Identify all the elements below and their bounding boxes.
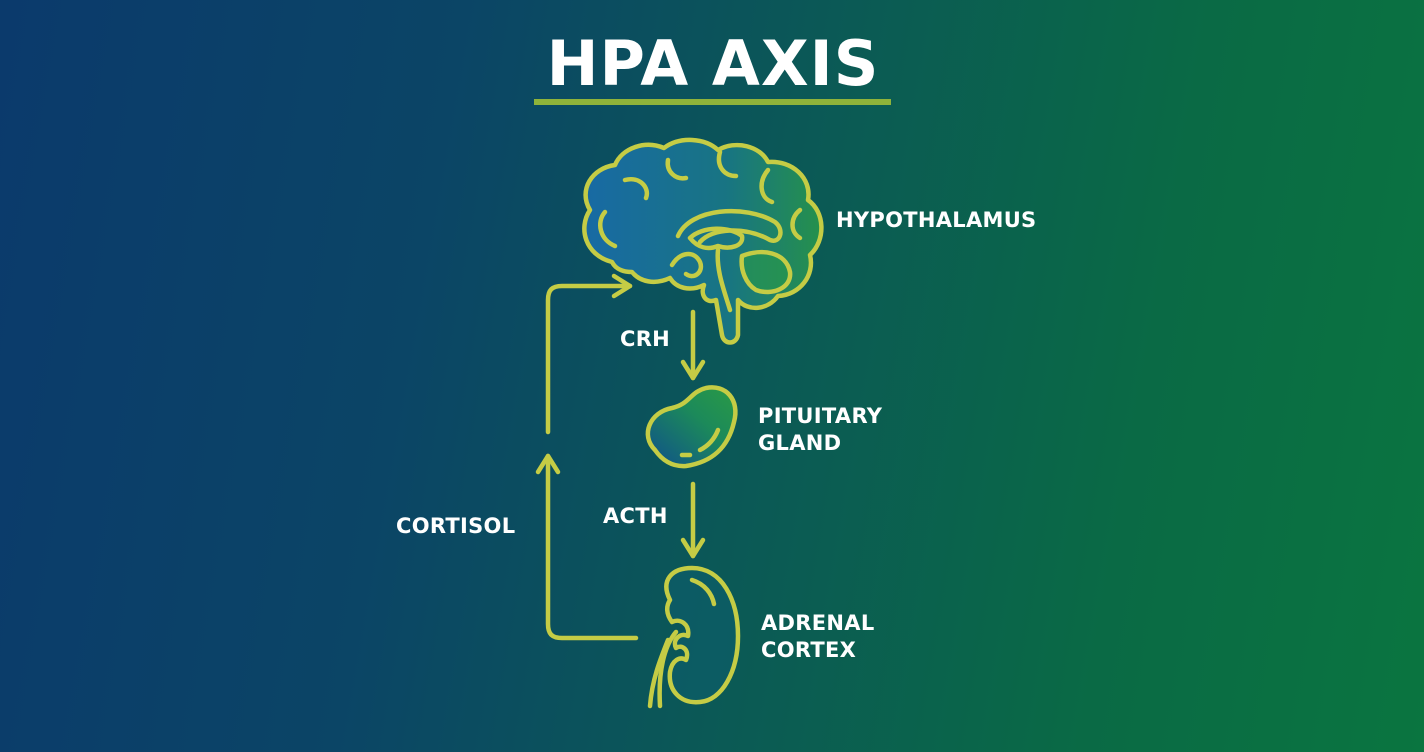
brain-icon [582,137,824,345]
hypothalamus-label: HYPOTHALAMUS [836,208,1037,232]
crh-arrow [680,309,706,381]
acth-label: ACTH [603,504,668,528]
adrenal-label-line2: CORTEX [761,638,857,662]
pituitary-gland-icon [645,385,738,469]
adrenal-kidney-icon [647,565,741,709]
title-underline [534,99,891,105]
acth-arrow [680,481,706,559]
crh-label: CRH [620,327,671,351]
cortisol-feedback-arrow [535,273,639,641]
cortisol-label: CORTISOL [396,514,516,538]
diagram-title: HPA AXIS [546,27,880,100]
pituitary-label-line1: PITUITARY [758,404,883,428]
adrenal-label-line1: ADRENAL [761,611,875,635]
pituitary-label-line2: GLAND [758,431,842,455]
